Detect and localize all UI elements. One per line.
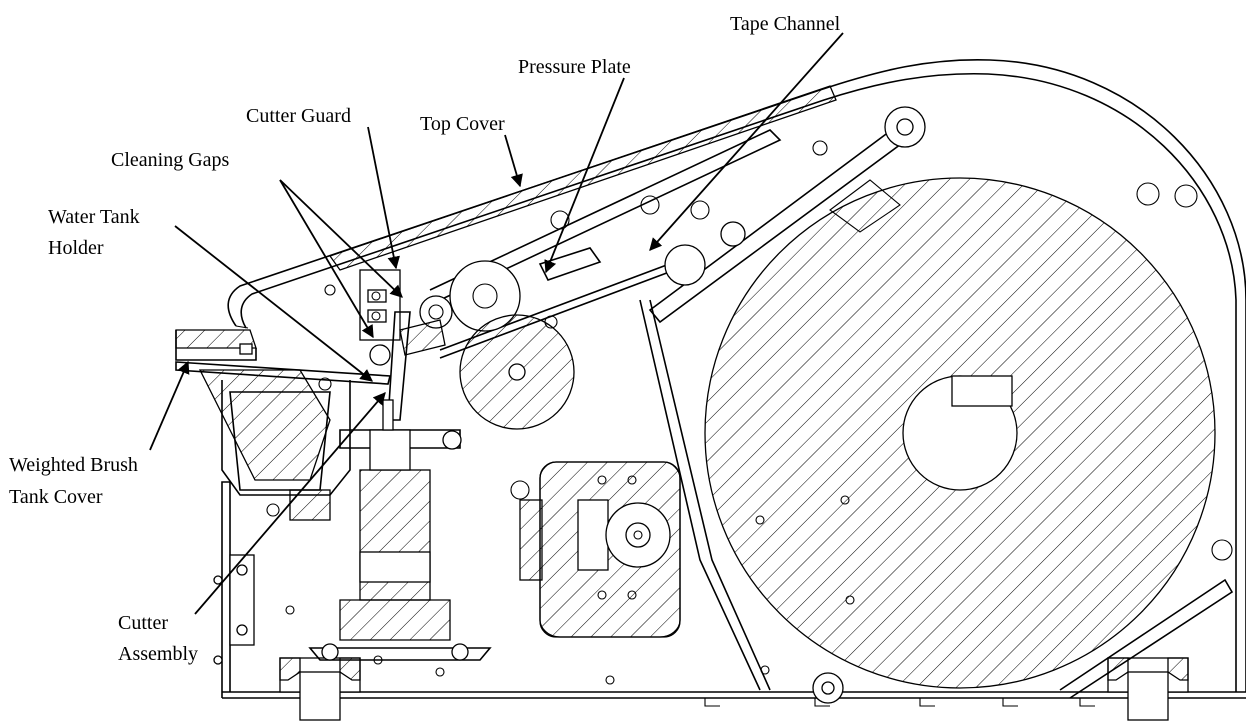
tape-arms <box>429 106 1234 699</box>
brush-tank-cover <box>175 329 257 361</box>
label-water-tank-holder-line2: Holder <box>48 237 104 259</box>
label-tape-channel: Tape Channel <box>730 13 841 35</box>
frame-holes <box>285 140 1233 704</box>
leader-lines <box>149 32 844 615</box>
side-bracket <box>213 554 255 665</box>
label-water-tank-holder-line1: Water Tank <box>48 206 140 228</box>
cutter-assembly-body <box>308 399 492 665</box>
right-foot <box>1107 657 1189 721</box>
label-cutter-assembly-line1: Cutter <box>118 612 168 634</box>
tape-roll <box>704 177 1216 689</box>
label-cleaning-gaps: Cleaning Gaps <box>111 149 230 171</box>
cutter-guard-body <box>324 269 446 421</box>
roller-assembly <box>419 247 602 430</box>
base-plate <box>221 691 1246 707</box>
left-foot <box>279 657 361 721</box>
water-tank-holder <box>175 361 392 521</box>
label-cutter-guard: Cutter Guard <box>246 105 351 127</box>
labels: Tape Channel Pressure Plate Top Cover Cu… <box>9 13 841 665</box>
motor-block <box>510 461 681 638</box>
label-weighted-brush-line2: Tank Cover <box>9 486 103 508</box>
label-pressure-plate: Pressure Plate <box>518 56 631 78</box>
label-cutter-assembly-line2: Assembly <box>118 643 198 665</box>
label-weighted-brush-line1: Weighted Brush <box>9 454 138 476</box>
label-top-cover: Top Cover <box>420 113 505 135</box>
